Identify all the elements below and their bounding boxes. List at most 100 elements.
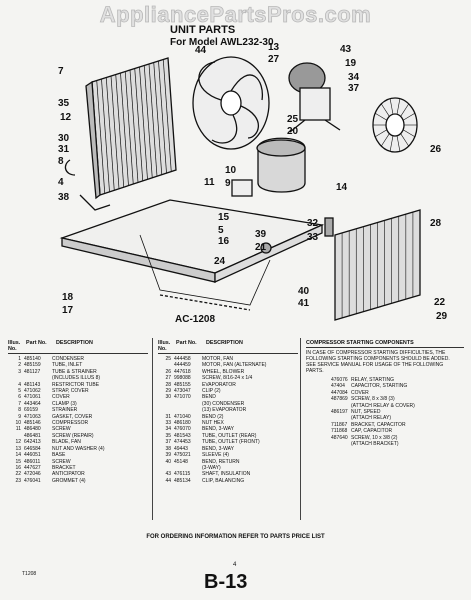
illus-number: 37 — [165, 439, 171, 446]
part-number: 471061 — [24, 394, 41, 401]
callout-4: 4 — [58, 177, 64, 188]
description: COVER — [351, 389, 369, 396]
illus-number: 11 — [15, 426, 21, 433]
part-number: 485159 — [24, 362, 41, 369]
description: TUBE & STRAINER — [52, 368, 97, 375]
callout-17: 17 — [62, 305, 74, 316]
part-number: 486180 — [174, 420, 191, 427]
column-header: Illus. No.Part No.DESCRIPTION — [8, 340, 148, 354]
callout-19: 19 — [345, 58, 357, 69]
description: NUT, SPEED — [351, 409, 381, 416]
compressor-components: COMPRESSOR STARTING COMPONENTS IN CASE O… — [306, 340, 464, 447]
part-number: 998088 — [174, 375, 191, 382]
part-number: 447084 — [331, 389, 348, 396]
description: CONDENSER — [52, 356, 84, 362]
part-number: 476115 — [174, 471, 191, 478]
part-number: 471040 — [174, 413, 191, 420]
fan-blade-drawing — [192, 56, 270, 150]
description: RESTRICTOR TUBE — [52, 381, 100, 388]
illus-number: 5 — [18, 388, 21, 395]
compressor-drawing — [231, 137, 306, 197]
description: WHEEL, BLOWER — [202, 368, 245, 375]
part-number: 475021 — [174, 452, 191, 459]
description: BEND (2) — [202, 413, 224, 420]
illus-number: 40 — [165, 458, 171, 465]
description: BLADE, FAN — [52, 439, 81, 446]
part-number: 447627 — [24, 464, 41, 471]
description: SCREW (REPAIR) — [52, 432, 94, 439]
column-divider — [300, 338, 301, 520]
description: STRAP, COVER — [52, 388, 89, 395]
part-number: 485146 — [24, 420, 41, 427]
part-number: 476070 — [174, 426, 191, 433]
callout-34: 34 — [348, 72, 360, 83]
illus-number: 25 — [165, 356, 171, 362]
blower-wheel-drawing — [372, 97, 418, 153]
description: ANTICIPATOR — [52, 471, 85, 478]
part-number — [331, 441, 351, 447]
illus-number: 33 — [165, 420, 171, 427]
page-subtitle: For Model AWL232-30 — [170, 37, 274, 48]
illus-number: 10 — [15, 420, 21, 427]
callout-30: 30 — [58, 133, 70, 144]
illus-number: 16 — [15, 464, 21, 471]
callout-18: 18 — [62, 292, 74, 303]
part-number: 471063 — [24, 413, 41, 420]
description: MOTOR, FAN (ALTERNATE) — [202, 362, 267, 369]
part-number: 646584 — [24, 445, 41, 452]
illus-number: 22 — [15, 471, 21, 478]
illus-number: 2 — [18, 362, 21, 369]
description: BRACKET — [52, 464, 76, 471]
description: TUBE, OUTLET (REAR) — [202, 432, 257, 439]
ordering-footer: FOR ORDERING INFORMATION REFER TO PARTS … — [146, 534, 325, 540]
part-number: 485140 — [24, 356, 41, 362]
part-number: 476041 — [24, 477, 41, 484]
description: CLIP (2) — [202, 388, 221, 395]
part-number: 481127 — [24, 368, 41, 375]
description: CAP, CAPACITOR — [351, 428, 393, 435]
doc-code: T1208 — [22, 571, 37, 577]
part-number: 446051 — [24, 452, 41, 459]
part-number: 485155 — [174, 381, 191, 388]
part-number: 642413 — [24, 439, 41, 446]
illus-number: 3 — [18, 368, 21, 375]
part-number: 474453 — [174, 439, 191, 446]
illus-number: 34 — [165, 426, 171, 433]
table-row: (ATTACH RELAY) — [306, 415, 464, 421]
callout-12: 12 — [60, 112, 72, 123]
callout-32: 32 — [307, 218, 319, 229]
illus-number: 7 — [18, 400, 21, 407]
callout-41: 41 — [298, 298, 310, 309]
page-label: B-13 — [204, 571, 248, 593]
part-number: 444458 — [174, 356, 191, 362]
illus-number: 4 — [18, 381, 21, 388]
page-title: UNIT PARTS — [170, 24, 236, 36]
callout-24: 24 — [214, 256, 226, 267]
callout-5: 5 — [218, 225, 224, 236]
illus-number: 39 — [165, 452, 171, 459]
clip-drawing — [324, 217, 334, 237]
description: COVER — [52, 394, 70, 401]
callout-39: 39 — [255, 229, 267, 240]
table-row: 444459 MOTOR, FAN (ALTERNATE) — [158, 362, 298, 368]
part-number: 444459 — [174, 362, 191, 369]
illus-number — [306, 441, 331, 447]
part-number: 481143 — [24, 381, 41, 388]
